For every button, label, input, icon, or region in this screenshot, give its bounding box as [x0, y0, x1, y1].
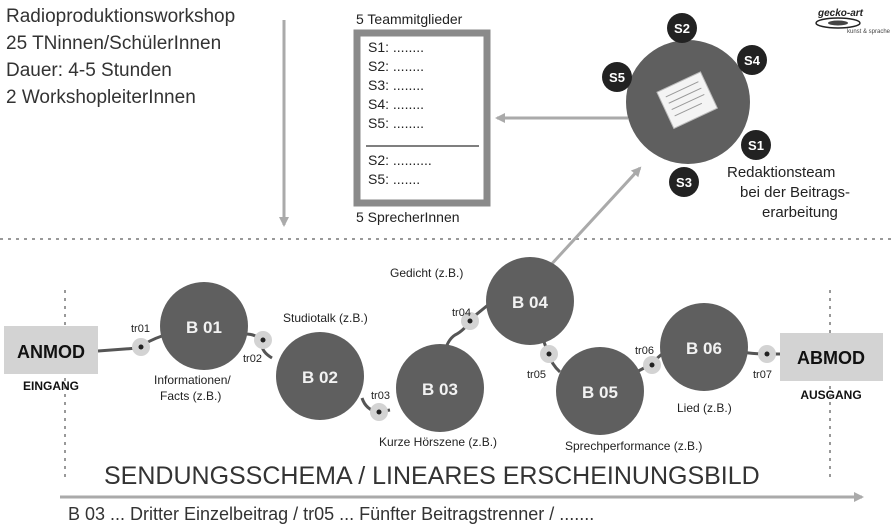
logo-sub: kunst & sprache	[847, 29, 891, 35]
caption-b02: Studiotalk (z.B.)	[283, 311, 368, 325]
team-panel: 5 Teammitglieder S1: ........ S2: ......…	[353, 11, 491, 225]
caption-b03: Kurze Hörszene (z.B.)	[379, 435, 497, 449]
separator-tr04-label: tr04	[452, 307, 471, 319]
abmod-box: ABMOD AUSGANG	[780, 333, 883, 402]
redaktion-caption-2: bei der Beitrags-	[740, 184, 850, 201]
separator-tr05-label: tr05	[527, 369, 546, 381]
member-s2: S2: ........	[368, 58, 424, 74]
separator-tr06-label: tr06	[635, 345, 654, 357]
speaker-s5: S5: .......	[368, 171, 420, 187]
separator-tr06: tr06	[635, 345, 661, 374]
separator-tr05: tr05	[527, 345, 558, 381]
caption-b04: Gedicht (z.B.)	[390, 266, 463, 280]
caption-b01-line1: Informationen/	[154, 373, 231, 387]
member-s1: S1: ........	[368, 39, 424, 55]
info-line-participants: 25 TNinnen/SchülerInnen	[6, 33, 222, 54]
abmod-rect	[780, 333, 883, 381]
block-b02-label: B 02	[302, 368, 338, 387]
block-b03: B 03	[396, 344, 484, 432]
block-b01: B 01	[160, 282, 248, 370]
anmod-box: ANMOD EINGANG	[4, 326, 98, 393]
seat-s1	[741, 130, 771, 160]
block-b05-label: B 05	[582, 383, 618, 402]
info-line-duration: Dauer: 4-5 Stunden	[6, 60, 172, 81]
block-b03-label: B 03	[422, 380, 458, 399]
team-panel-frame	[353, 29, 491, 207]
member-s3: S3: ........	[368, 77, 424, 93]
logo-swirl	[815, 17, 861, 29]
seat-s5	[602, 62, 632, 92]
member-s5: S5: ........	[368, 115, 424, 131]
anmod-label: ANMOD	[17, 342, 85, 362]
block-b06: B 06	[660, 303, 748, 391]
info-line-title: Radioproduktionsworkshop	[6, 6, 236, 27]
seat-s4	[737, 45, 767, 75]
connector-start-tr01	[97, 346, 139, 353]
seat-s2-label: S2	[674, 21, 690, 36]
seat-s3-label: S3	[676, 175, 692, 190]
seat-s3	[669, 167, 699, 197]
seat-s5-label: S5	[609, 70, 625, 85]
separator-tr07-label: tr07	[753, 369, 772, 381]
logo-text: gecko-art	[817, 8, 864, 19]
block-b06-label: B 06	[686, 339, 722, 358]
separator-tr02-label: tr02	[243, 353, 262, 365]
arrow-to-redaktion	[546, 166, 642, 270]
schema-title: SENDUNGSSCHEMA / LINEARES ERSCHEINUNGSBI…	[104, 462, 760, 490]
anmod-rect	[4, 326, 98, 374]
block-b05: B 05	[556, 347, 644, 435]
separator-tr03: tr03	[370, 390, 390, 421]
separator-tr04: tr04	[452, 307, 479, 330]
redaktion-caption-3: erarbeitung	[762, 204, 838, 221]
logo: gecko-art kunst & sprache	[815, 8, 891, 35]
info-line-leaders: 2 WorkshopleiterInnen	[6, 87, 196, 108]
seat-s4-label: S4	[744, 53, 761, 68]
anmod-sub: EINGANG	[23, 379, 79, 393]
separator-tr01-label: tr01	[131, 323, 150, 335]
separator-tr01: tr01	[131, 323, 150, 356]
speaker-s2: S2: ..........	[368, 152, 432, 168]
logo-swirl-inner	[828, 20, 848, 26]
redaktion-group: S2 S4 S5 S1 S3 Redaktionsteam bei der Be…	[602, 13, 850, 221]
block-b04: B 04	[486, 257, 574, 345]
separator-tr02: tr02	[243, 331, 272, 365]
seat-s1-label: S1	[748, 138, 764, 153]
separator-tr07: tr07	[753, 345, 776, 381]
caption-b06: Lied (z.B.)	[677, 401, 732, 415]
legend-text: B 03 ... Dritter Einzelbeitrag / tr05 ..…	[68, 504, 594, 524]
team-panel-footer: 5 SprecherInnen	[356, 209, 460, 225]
caption-b05: Sprechperformance (z.B.)	[565, 439, 702, 453]
document-icon	[656, 71, 719, 130]
abmod-sub: AUSGANG	[800, 388, 861, 402]
team-panel-title: 5 Teammitglieder	[356, 11, 463, 27]
block-b04-label: B 04	[512, 293, 548, 312]
abmod-label: ABMOD	[797, 348, 865, 368]
caption-b01-line2: Facts (z.B.)	[160, 389, 221, 403]
redaktion-caption-1: Redaktionsteam	[727, 164, 835, 181]
separator-tr03-label: tr03	[371, 390, 390, 402]
seat-s2	[667, 13, 697, 43]
block-b01-label: B 01	[186, 318, 222, 337]
member-s4: S4: ........	[368, 96, 424, 112]
block-b02: B 02	[276, 332, 364, 420]
